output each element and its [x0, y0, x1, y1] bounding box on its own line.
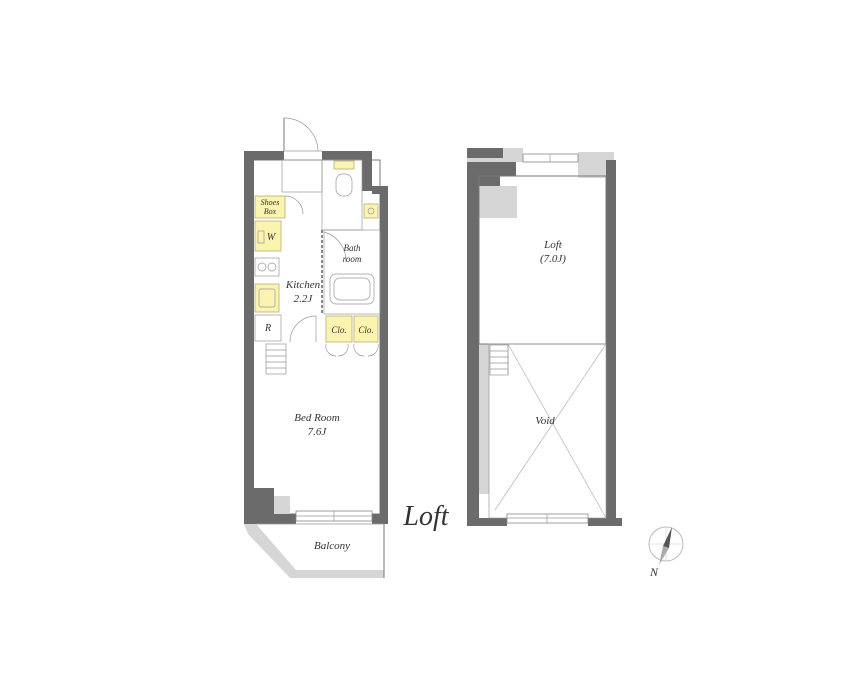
loft-bottom-wall-left	[467, 518, 507, 526]
kitchen-label-1: Kitchen	[285, 279, 321, 291]
loft-bottom-window	[506, 513, 589, 524]
loft-top-right-block	[578, 152, 614, 164]
kitchen-label-2: 2.2J	[294, 293, 314, 305]
top-wall-right	[322, 151, 372, 160]
loft-title: Loft	[402, 501, 449, 532]
corner-column	[244, 488, 274, 514]
right-wall	[380, 186, 388, 524]
toilet-room	[321, 159, 363, 231]
loft-label-2: (7.0J)	[540, 253, 566, 265]
kitchen-sink-icon	[254, 283, 280, 313]
loft-ladder-1f	[265, 343, 287, 375]
refrigerator-space	[254, 314, 282, 342]
bottom-wall-right	[372, 514, 388, 524]
balcony-label: Balcony	[314, 540, 350, 552]
closet-2-label: Clo.	[358, 325, 373, 335]
top-wall-left	[244, 151, 284, 160]
bottom-wall-left	[244, 514, 296, 524]
bedroom-label-2: 7.6J	[308, 426, 328, 438]
shoes-box-label-1: Shoes	[261, 198, 280, 207]
bath-label-1: Bath	[344, 243, 361, 253]
loft-top-left-column	[479, 162, 516, 186]
bathroom-door-swing	[323, 231, 347, 263]
bedroom-label-1: Bed Room	[294, 412, 340, 424]
closet-door-swings	[325, 343, 379, 357]
top-right-wall	[362, 151, 372, 191]
entrance-door	[283, 117, 322, 152]
loft-side-ledge	[479, 344, 489, 494]
kitchen-door-swing	[289, 315, 317, 343]
balcony	[244, 523, 385, 578]
compass: N	[648, 526, 684, 579]
floor-2-plan: Loft (7.0J) Void	[467, 148, 622, 526]
washer-space	[254, 220, 282, 252]
genkan-area	[281, 159, 323, 193]
loft-right-wall	[606, 160, 616, 526]
refrigerator-label: R	[264, 323, 271, 334]
loft-ladder-2f	[489, 344, 509, 376]
bathroom	[323, 229, 381, 315]
void-label: Void	[535, 415, 555, 427]
loft-top-window	[522, 153, 579, 163]
loft-left-wall	[467, 148, 479, 526]
balcony-window	[295, 510, 373, 522]
corner-column-shade	[274, 496, 290, 514]
wash-basin-icon	[363, 203, 379, 219]
loft-top-left-wall	[467, 148, 503, 158]
closet-2	[353, 315, 379, 343]
closet-1	[325, 315, 353, 343]
closet-1-label: Clo.	[331, 325, 346, 335]
shoes-box-door-swing	[284, 195, 304, 215]
toilet-tank	[333, 160, 355, 170]
loft-bottom-wall-right	[588, 518, 622, 526]
shoes-box	[254, 195, 286, 219]
compass-needle-icon	[663, 527, 672, 548]
loft-shade-block	[479, 186, 517, 218]
toilet-bowl-icon	[335, 173, 353, 197]
washer-label: W	[267, 232, 277, 243]
left-wall	[244, 151, 254, 524]
bath-label-2: room	[343, 254, 362, 264]
floor-1-plan: Shoes Box W R Kitchen 2.2J Bath room	[244, 117, 388, 578]
bathtub-icon	[329, 273, 375, 305]
shoes-box-label-2: Box	[264, 207, 277, 216]
compass-north-label: N	[649, 565, 659, 579]
cooktop-icon	[254, 257, 280, 277]
loft-label-1: Loft	[543, 239, 563, 251]
void-area	[488, 343, 607, 519]
